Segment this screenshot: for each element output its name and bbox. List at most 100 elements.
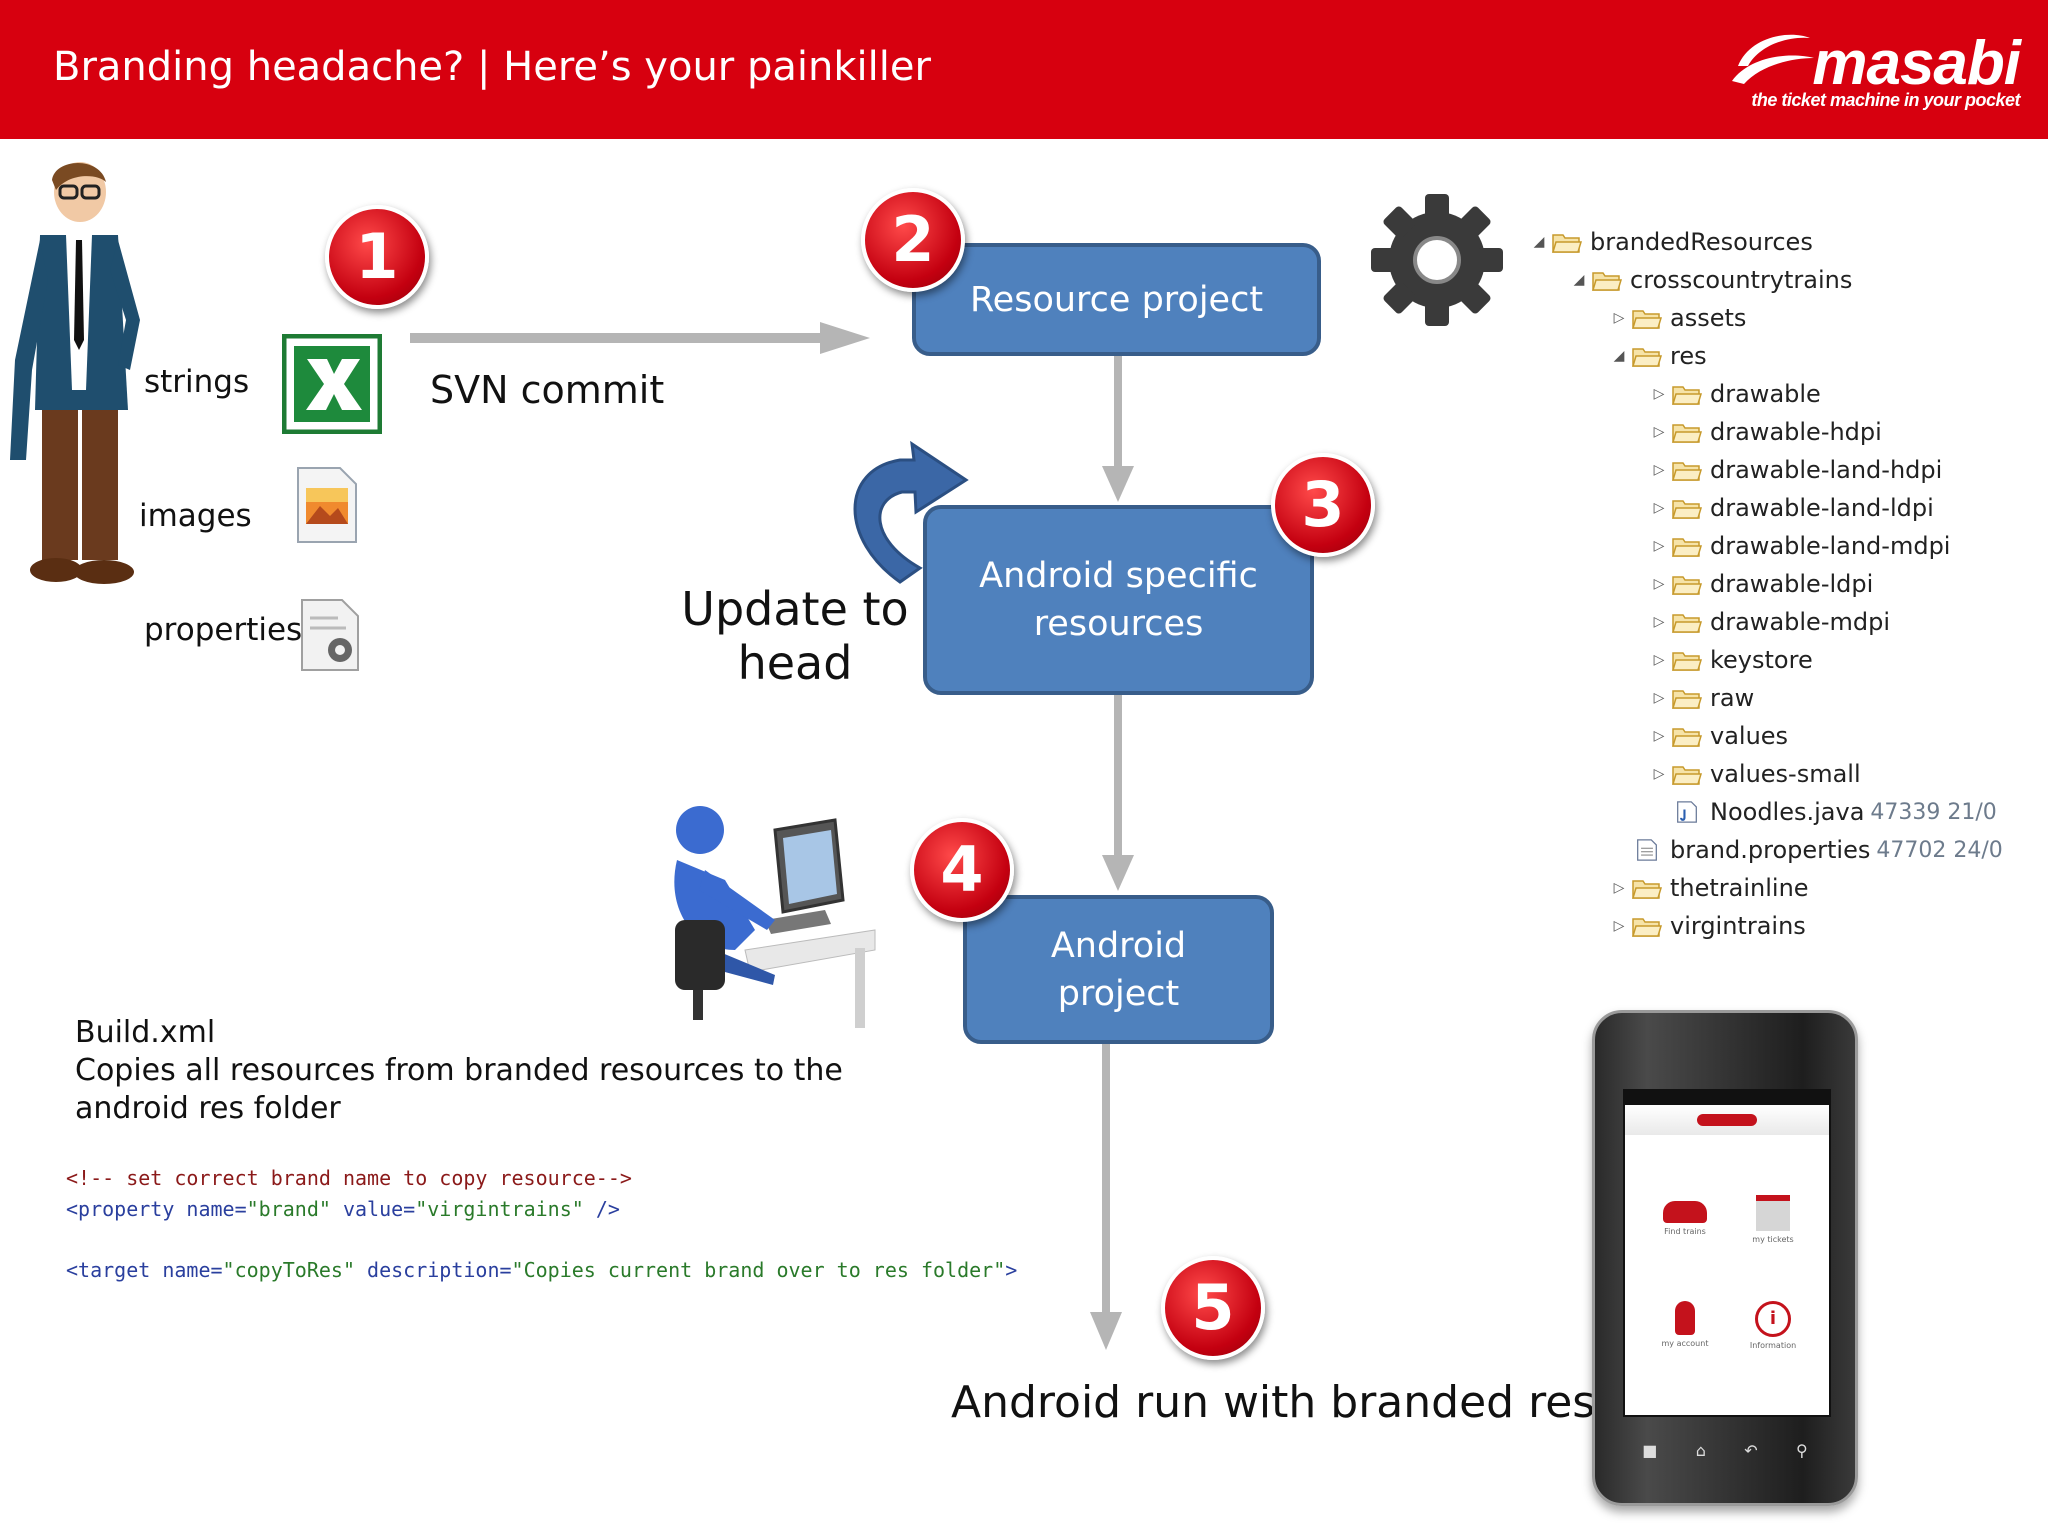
- tree-label: brand.properties: [1670, 836, 1871, 864]
- tree-row-drawable[interactable]: ▷ drawable: [1650, 376, 1821, 412]
- android-specific-label-line2: resources: [1033, 604, 1204, 644]
- collapsed-arrow-icon[interactable]: ▷: [1653, 728, 1665, 744]
- folder-icon: [1632, 880, 1662, 899]
- my-tickets-label: my tickets: [1752, 1235, 1794, 1244]
- step-5-badge: 5: [1161, 1256, 1265, 1360]
- tree-row-drawable-land-mdpi[interactable]: ▷ drawable-land-mdpi: [1650, 528, 1951, 564]
- collapsed-arrow-icon[interactable]: ▷: [1613, 310, 1625, 326]
- android-phone: Find trains my tickets my account i Info…: [1592, 1010, 1858, 1506]
- phone-button-my-tickets[interactable]: my tickets: [1733, 1195, 1813, 1244]
- code-property-close: />: [583, 1197, 620, 1221]
- logo-swoosh-icon: [1732, 34, 1814, 84]
- properties-label: properties: [144, 612, 303, 648]
- excel-file-icon: [282, 334, 382, 434]
- expanded-arrow-icon[interactable]: ◢: [1613, 348, 1625, 364]
- update-label-line1: Update to: [681, 582, 909, 636]
- back-icon[interactable]: ↶: [1744, 1441, 1758, 1460]
- collapsed-arrow-icon[interactable]: ▷: [1653, 690, 1665, 706]
- android-project-box: Android project: [963, 895, 1274, 1044]
- folder-icon: [1672, 728, 1702, 747]
- home-icon[interactable]: ⌂: [1695, 1441, 1706, 1460]
- update-label-line2: head: [737, 636, 853, 690]
- tree-row-res[interactable]: ◢ res: [1610, 338, 1707, 374]
- folder-icon: [1552, 234, 1582, 253]
- arrow-android-specific-to-android-project: [1102, 695, 1134, 891]
- phone-button-find-trains[interactable]: Find trains: [1645, 1201, 1725, 1236]
- expanded-arrow-icon[interactable]: ◢: [1533, 234, 1545, 250]
- phone-screen: Find trains my tickets my account i Info…: [1623, 1089, 1831, 1417]
- find-trains-label: Find trains: [1664, 1227, 1706, 1236]
- collapsed-arrow-icon[interactable]: ▷: [1653, 500, 1665, 516]
- tree-row-values-small[interactable]: ▷ values-small: [1650, 756, 1861, 792]
- update-to-head-label: Update to head: [680, 582, 910, 690]
- build-xml-description: Build.xml Copies all resources from bran…: [75, 1014, 875, 1128]
- phone-nav-bar: ■ ⌂ ↶ ⚲: [1623, 1441, 1827, 1460]
- tree-label: raw: [1710, 684, 1755, 712]
- tree-label: drawable-hdpi: [1710, 418, 1882, 446]
- tree-row-virgintrains[interactable]: ▷ virgintrains: [1610, 908, 1806, 944]
- phone-button-my-account[interactable]: my account: [1645, 1301, 1725, 1348]
- tree-meta: 47339 21/0: [1870, 799, 1997, 825]
- collapsed-arrow-icon[interactable]: ▷: [1653, 462, 1665, 478]
- folder-icon: [1672, 576, 1702, 595]
- properties-file-icon: [301, 599, 359, 671]
- tree-row-drawable-land-hdpi[interactable]: ▷ drawable-land-hdpi: [1650, 452, 1943, 488]
- collapsed-arrow-icon[interactable]: ▷: [1613, 880, 1625, 896]
- tree-row-raw[interactable]: ▷ raw: [1650, 680, 1755, 716]
- code-target-line: <target name="copyToRes" description="Co…: [66, 1258, 1017, 1282]
- search-icon[interactable]: ⚲: [1796, 1441, 1808, 1460]
- tree-label: drawable-mdpi: [1710, 608, 1890, 636]
- phone-app-logo: [1625, 1105, 1829, 1135]
- collapsed-arrow-icon[interactable]: ▷: [1653, 576, 1665, 592]
- tree-row-brandedresources[interactable]: ◢ brandedResources: [1530, 224, 1813, 260]
- code-comment-line: <!-- set correct brand name to copy reso…: [66, 1166, 632, 1190]
- tree-label: values: [1710, 722, 1789, 750]
- tree-row-drawable-land-ldpi[interactable]: ▷ drawable-land-ldpi: [1650, 490, 1934, 526]
- tree-row-brand-properties[interactable]: brand.properties 47702 24/0: [1610, 832, 2003, 868]
- folder-icon: [1672, 614, 1702, 633]
- collapsed-arrow-icon[interactable]: ▷: [1653, 386, 1665, 402]
- text-file-icon: [1637, 839, 1657, 861]
- tree-row-drawable-hdpi[interactable]: ▷ drawable-hdpi: [1650, 414, 1882, 450]
- tree-row-drawable-ldpi[interactable]: ▷ drawable-ldpi: [1650, 566, 1874, 602]
- step-4-badge: 4: [910, 818, 1014, 922]
- tree-row-values[interactable]: ▷ values: [1650, 718, 1788, 754]
- code-target-name-value: "copyToRes": [222, 1258, 355, 1282]
- collapsed-arrow-icon[interactable]: ▷: [1653, 766, 1665, 782]
- tree-label: keystore: [1710, 646, 1813, 674]
- collapsed-arrow-icon[interactable]: ▷: [1653, 614, 1665, 630]
- account-icon: [1675, 1301, 1695, 1335]
- collapsed-arrow-icon[interactable]: ▷: [1613, 918, 1625, 934]
- code-target-close: >: [1005, 1258, 1018, 1282]
- tree-row-keystore[interactable]: ▷ keystore: [1650, 642, 1813, 678]
- images-label: images: [139, 498, 252, 534]
- code-property-mid: value=: [330, 1197, 416, 1221]
- android-project-label-line2: project: [1057, 973, 1180, 1014]
- tree-row-thetrainline[interactable]: ▷ thetrainline: [1610, 870, 1809, 906]
- gear-icon: [1371, 194, 1503, 326]
- code-property-open: <property name=: [66, 1197, 247, 1221]
- computer-user-illustration: [674, 806, 876, 1028]
- expanded-arrow-icon[interactable]: ◢: [1573, 272, 1585, 288]
- menu-icon[interactable]: ■: [1642, 1441, 1658, 1460]
- collapsed-arrow-icon[interactable]: ▷: [1653, 652, 1665, 668]
- tree-label: values-small: [1710, 760, 1861, 788]
- folder-icon: [1632, 348, 1662, 367]
- slide-title: Branding headache? | Here’s your painkil…: [53, 44, 931, 90]
- android-project-label-line1: Android: [1050, 925, 1187, 966]
- tree-row-drawable-mdpi[interactable]: ▷ drawable-mdpi: [1650, 604, 1890, 640]
- tree-row-crosscountrytrains[interactable]: ◢ crosscountrytrains: [1570, 262, 1853, 298]
- tree-label: assets: [1670, 304, 1747, 332]
- tree-label: drawable-ldpi: [1710, 570, 1874, 598]
- android-specific-label-line1: Android specific: [979, 556, 1258, 596]
- folder-icon: [1672, 652, 1702, 671]
- phone-button-information[interactable]: i Information: [1733, 1301, 1813, 1350]
- collapsed-arrow-icon[interactable]: ▷: [1653, 424, 1665, 440]
- tree-row-assets[interactable]: ▷ assets: [1610, 300, 1747, 336]
- logo-wordmark: masabi: [1812, 29, 2021, 98]
- collapsed-arrow-icon[interactable]: ▷: [1653, 538, 1665, 554]
- arrow-resource-to-android-specific: [1102, 356, 1134, 502]
- tree-row-noodles-java[interactable]: Noodles.java 47339 21/0: [1650, 794, 1997, 830]
- tree-label: drawable-land-mdpi: [1710, 532, 1951, 560]
- folder-icon: [1672, 424, 1702, 443]
